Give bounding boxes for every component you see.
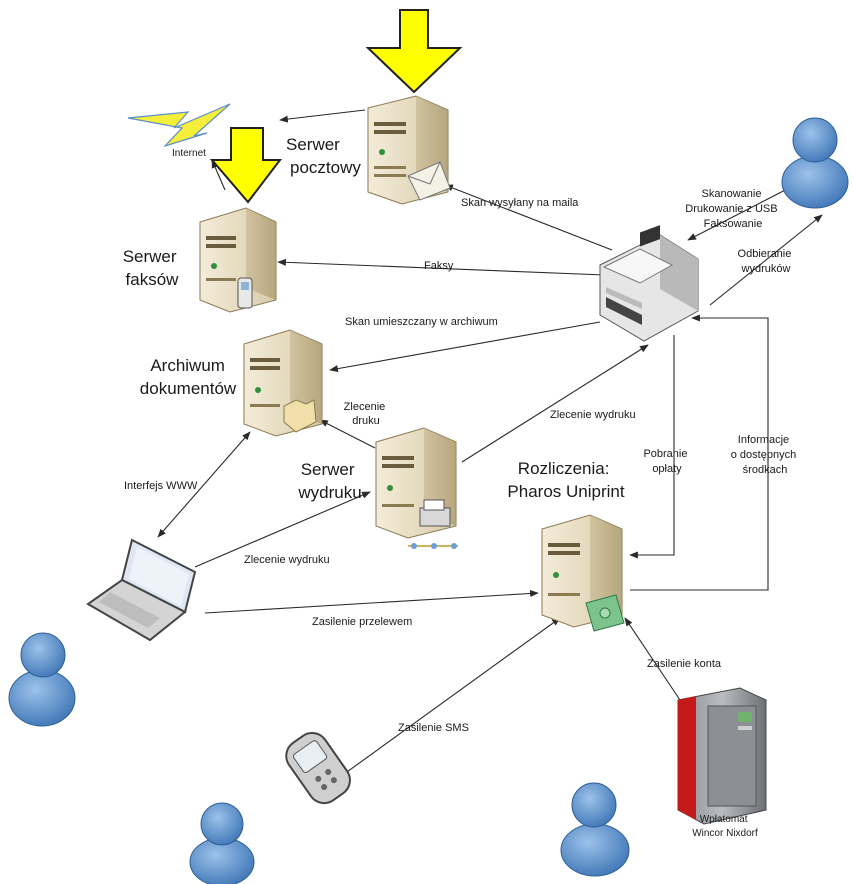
edges-layer	[157, 109, 823, 791]
mail-server-title: Serwer pocztowy	[286, 135, 361, 177]
kiosk	[677, 687, 767, 825]
edge-fax-to-internet	[211, 159, 226, 191]
fax-server-title: Serwer faksów	[123, 247, 182, 289]
fax-server	[199, 207, 277, 313]
label-informacje: Informacje o dostępnych środkach	[731, 434, 800, 476]
multifunction-printer	[599, 225, 699, 342]
label-odbieranie: Odbieranie wydruków	[738, 248, 795, 275]
edge-laptop-to-printserver	[194, 491, 371, 568]
edge-sms-to-billing	[321, 617, 561, 791]
archive-server	[243, 329, 323, 437]
person-icon	[571, 782, 617, 828]
edge-printserver-to-printer	[461, 344, 649, 463]
label-interfejs-www: Interfejs WWW	[124, 480, 198, 492]
small-printer-icon	[408, 499, 458, 549]
billing-server	[541, 514, 625, 632]
label-zlecenie-druku: Zlecenie druku	[344, 401, 389, 427]
edge-billing-to-printer	[630, 314, 769, 591]
edge-printer-to-archive	[329, 321, 601, 373]
edge-printer-to-fax	[277, 258, 606, 276]
user-top-right	[781, 117, 849, 209]
banknote-icon	[585, 594, 625, 632]
folder-icon	[283, 399, 317, 433]
edge-user-printer	[687, 184, 796, 241]
edge-laptop-archive	[157, 431, 251, 538]
highlight-arrow-mail-server	[365, 9, 463, 94]
label-skanowanie: Skanowanie Drukowanie z USB Faksowanie	[685, 188, 780, 230]
user-left	[8, 632, 76, 727]
envelope-icon	[407, 161, 451, 201]
label-zasilenie-przelewem: Zasilenie przelewem	[312, 616, 412, 628]
mail-server	[367, 95, 451, 205]
person-icon	[20, 632, 66, 678]
label-zlecenie-wydruku-laptop: Zlecenie wydruku	[244, 554, 330, 566]
label-scan-archive: Skan umieszczany w archiwum	[345, 316, 498, 328]
edge-printer-to-billing	[629, 335, 675, 559]
print-server-title: Serwer wydruku	[297, 460, 361, 502]
phone-icon	[285, 732, 351, 805]
label-zasilenie-sms: Zasilenie SMS	[398, 722, 469, 734]
lightning-icon	[127, 103, 231, 148]
label-zlecenie-wydruku-top: Zlecenie wydruku	[550, 409, 636, 421]
person-icon	[200, 802, 244, 846]
highlight-arrow-fax-server	[209, 127, 283, 204]
edge-labels: Skan wysyłany na maila Faksy Skan umiesz…	[124, 188, 800, 734]
person-icon	[792, 117, 838, 163]
label-zasilenie-konta: Zasilenie konta	[647, 658, 722, 670]
archive-title: Archiwum dokumentów	[140, 356, 237, 398]
label-pobranie: Pobranie opłaty	[643, 448, 690, 475]
kiosk-title: Wpłatomat Wincor Nixdorf	[692, 814, 758, 839]
edge-kiosk-to-billing	[624, 617, 681, 701]
edge-laptop-to-billing	[204, 589, 539, 614]
laptop	[86, 538, 197, 642]
internet-label: Internet	[172, 148, 206, 159]
label-faksy: Faksy	[424, 260, 454, 272]
edge-printer-to-user	[709, 214, 823, 306]
user-bottom-middle	[560, 782, 630, 877]
print-server	[375, 427, 458, 549]
edge-printserver-to-archive	[319, 419, 376, 449]
edge-mail-to-internet	[279, 109, 366, 123]
billing-title: Rozliczenia: Pharos Uniprint	[507, 459, 624, 501]
internet-node: Internet	[127, 103, 231, 159]
user-bottom-left	[189, 802, 255, 884]
mobile-phone	[285, 732, 351, 805]
label-scan-mail: Skan wysyłany na maila	[461, 197, 579, 209]
edge-printer-to-mail	[444, 184, 613, 251]
